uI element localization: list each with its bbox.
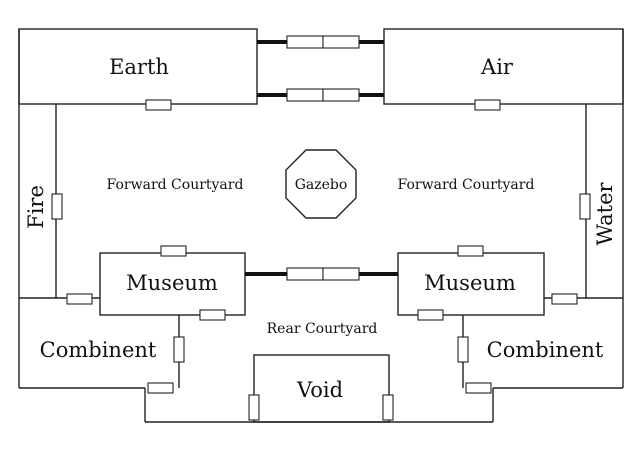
label-museum-left: Museum [126,271,218,295]
door-museum-left-bottom [199,309,226,321]
bridge-earth-air-bottom [257,88,384,102]
label-water: Water [593,181,617,245]
door-combinent-right [457,336,469,363]
door-air-forward [474,99,501,111]
door-museum-left-top [160,245,187,257]
earth-room [18,28,258,105]
void-room [253,354,390,423]
doors [51,99,591,421]
door-void-right [382,394,394,421]
door-lower-right [465,382,492,394]
label-earth: Earth [109,55,169,79]
door-lower-left [147,382,174,394]
label-air: Air [480,55,514,79]
bridge-earth-air-top [257,35,384,49]
label-gazebo: Gazebo [295,177,348,193]
door-void-left [248,394,260,421]
label-fire: Fire [24,185,48,229]
door-earth-forward [145,99,172,111]
label-forward-courtyard-right: Forward Courtyard [398,177,535,193]
door-museum-left-side [66,293,93,305]
label-void: Void [296,378,343,402]
door-water [579,193,591,220]
label-combinent-right: Combinent [487,338,604,362]
door-museum-right-bottom [417,309,444,321]
gazebo-octagon [285,149,357,219]
label-combinent-left: Combinent [40,338,157,362]
door-museum-right-side [551,293,578,305]
bridge-museums [245,267,398,281]
label-forward-courtyard-left: Forward Courtyard [107,177,244,193]
door-fire [51,193,63,220]
door-combinent-left [173,336,185,363]
door-museum-right-top [457,245,484,257]
air-room [383,28,624,105]
label-rear-courtyard: Rear Courtyard [267,321,378,337]
label-museum-right: Museum [424,271,516,295]
